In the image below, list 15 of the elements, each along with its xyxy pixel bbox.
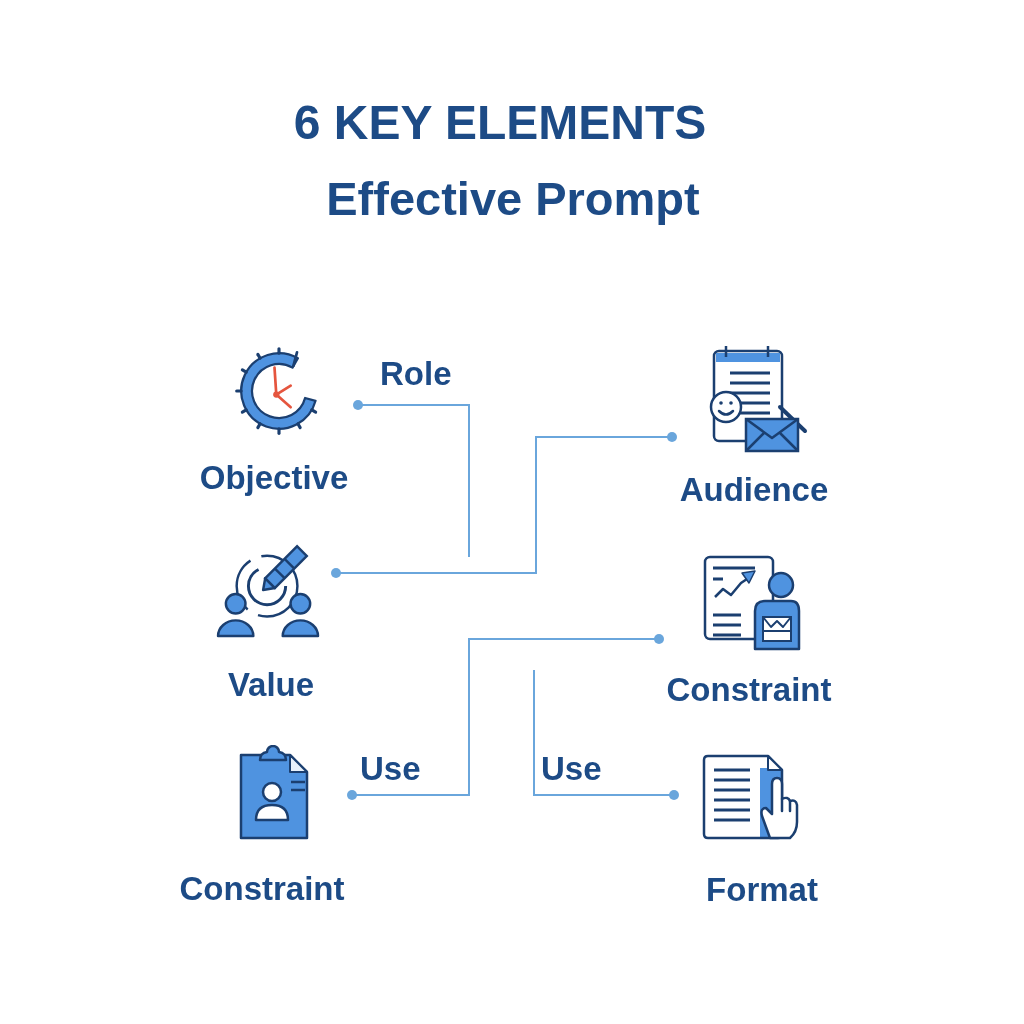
edge-label: Use xyxy=(541,749,602,789)
title: 6 KEY ELEMENTS xyxy=(293,95,707,151)
subtitle: Effective Prompt xyxy=(326,171,700,227)
edge-label: Role xyxy=(380,354,452,394)
edge-label: Use xyxy=(360,749,421,789)
node-label: Format xyxy=(706,870,818,910)
node-label: Constraint xyxy=(179,869,345,909)
connector-line xyxy=(347,634,664,800)
node-label: Constraint xyxy=(666,670,832,710)
connector-line xyxy=(353,400,470,558)
node-label: Objective xyxy=(199,458,349,498)
node-label: Audience xyxy=(679,470,829,510)
node-label: Value xyxy=(227,665,315,705)
connector-line xyxy=(533,669,679,800)
connector-line xyxy=(331,432,677,578)
